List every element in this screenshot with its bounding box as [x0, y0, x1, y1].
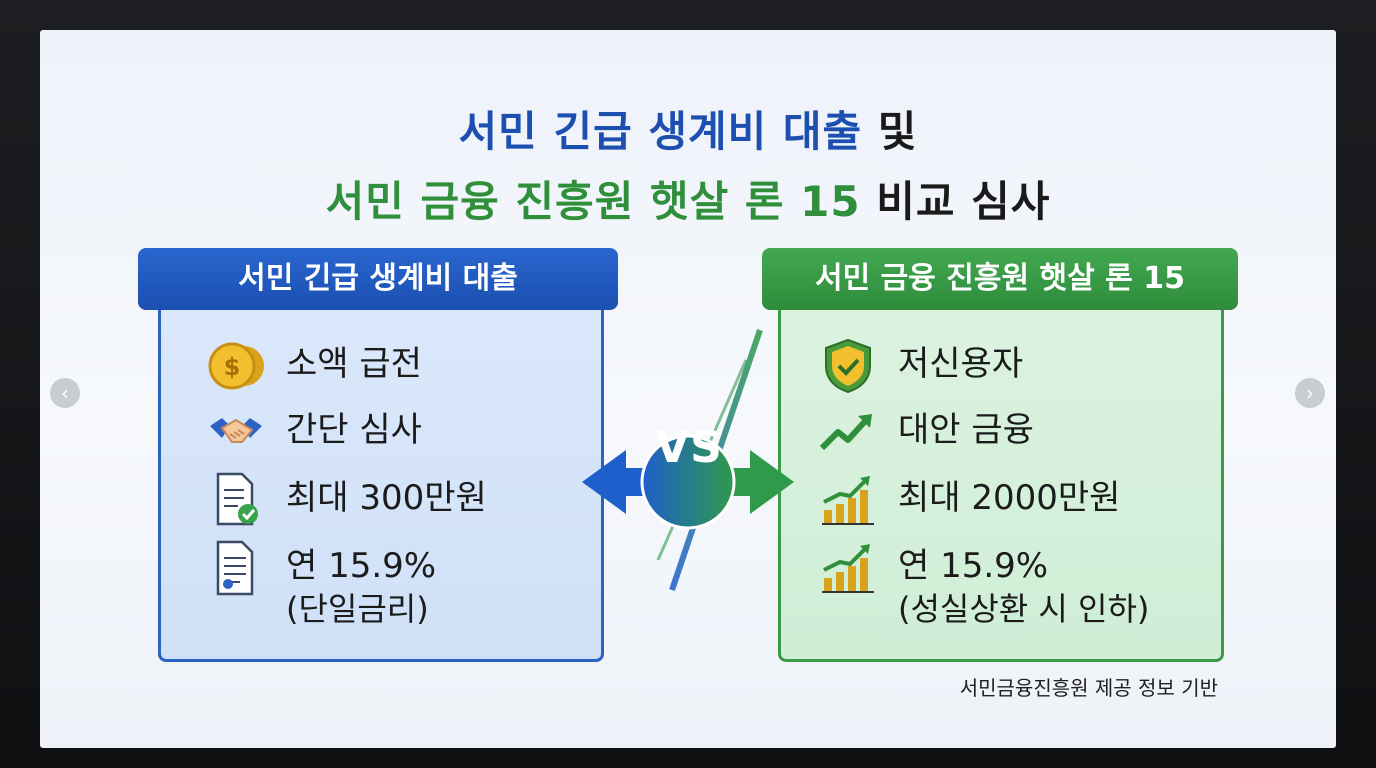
- left-item-2: 간단 심사: [206, 404, 422, 460]
- prev-slide-button[interactable]: ‹: [50, 378, 80, 408]
- title-left-product: 서민 긴급 생계비 대출: [458, 107, 863, 156]
- right-item-1-text: 저신용자: [898, 344, 1024, 384]
- title-line-1: 서민 긴급 생계비 대출 및: [40, 98, 1336, 159]
- coins-icon: $: [206, 338, 266, 394]
- title-compare: 비교 심사: [860, 177, 1051, 226]
- right-item-3: 최대 2000만원: [818, 472, 1120, 528]
- next-slide-button[interactable]: ›: [1295, 378, 1325, 408]
- source-footnote: 서민금융진흥원 제공 정보 기반: [959, 676, 1218, 700]
- title-line-2: 서민 금융 진흥원 햇살 론 15 비교 심사: [40, 168, 1336, 229]
- left-panel-header: 서민 긴급 생계비 대출: [138, 248, 618, 310]
- right-item-1: 저신용자: [818, 338, 1023, 394]
- left-item-4-sub: (단일금리): [286, 590, 429, 628]
- left-item-1: $ 소액 급전: [206, 338, 422, 394]
- document-check-icon: [206, 472, 266, 528]
- left-item-4-text: 연 15.9% (단일금리): [286, 540, 436, 630]
- chevron-left-icon: ‹: [61, 381, 69, 405]
- shield-check-icon: [818, 338, 878, 394]
- bar-chart-up-icon: [818, 540, 878, 596]
- screen: 서민 긴급 생계비 대출 및 서민 금융 진흥원 햇살 론 15 비교 심사 ‹…: [40, 30, 1336, 748]
- left-item-2-text: 간단 심사: [286, 410, 422, 450]
- right-item-2-text: 대안 금융: [898, 410, 1034, 450]
- handshake-icon: [206, 404, 266, 460]
- right-item-3-text: 최대 2000만원: [898, 478, 1121, 518]
- svg-text:$: $: [224, 353, 241, 381]
- right-item-4-main: 연 15.9%: [898, 546, 1049, 586]
- left-item-3: 최대 300만원: [206, 472, 487, 528]
- chevron-right-icon: ›: [1306, 381, 1314, 405]
- left-item-1-text: 소액 급전: [286, 344, 422, 384]
- left-item-4-main: 연 15.9%: [286, 546, 437, 586]
- left-item-3-text: 최대 300만원: [286, 478, 487, 518]
- title-conjunction: 및: [862, 107, 918, 156]
- right-item-2: 대안 금융: [818, 404, 1034, 460]
- document-gear-icon: [206, 540, 266, 596]
- title-right-product: 서민 금융 진흥원 햇살 론 15: [325, 177, 861, 226]
- left-item-4: 연 15.9% (단일금리): [206, 540, 436, 630]
- right-item-4-sub: (성실상환 시 인하): [898, 590, 1150, 628]
- vs-label: VS: [655, 422, 723, 473]
- trend-up-icon: [818, 404, 878, 460]
- right-panel-header: 서민 금융 진흥원 햇살 론 15: [762, 248, 1238, 310]
- right-item-4-text: 연 15.9% (성실상환 시 인하): [898, 540, 1149, 630]
- bar-chart-up-icon: [818, 472, 878, 528]
- right-item-4: 연 15.9% (성실상환 시 인하): [818, 540, 1149, 630]
